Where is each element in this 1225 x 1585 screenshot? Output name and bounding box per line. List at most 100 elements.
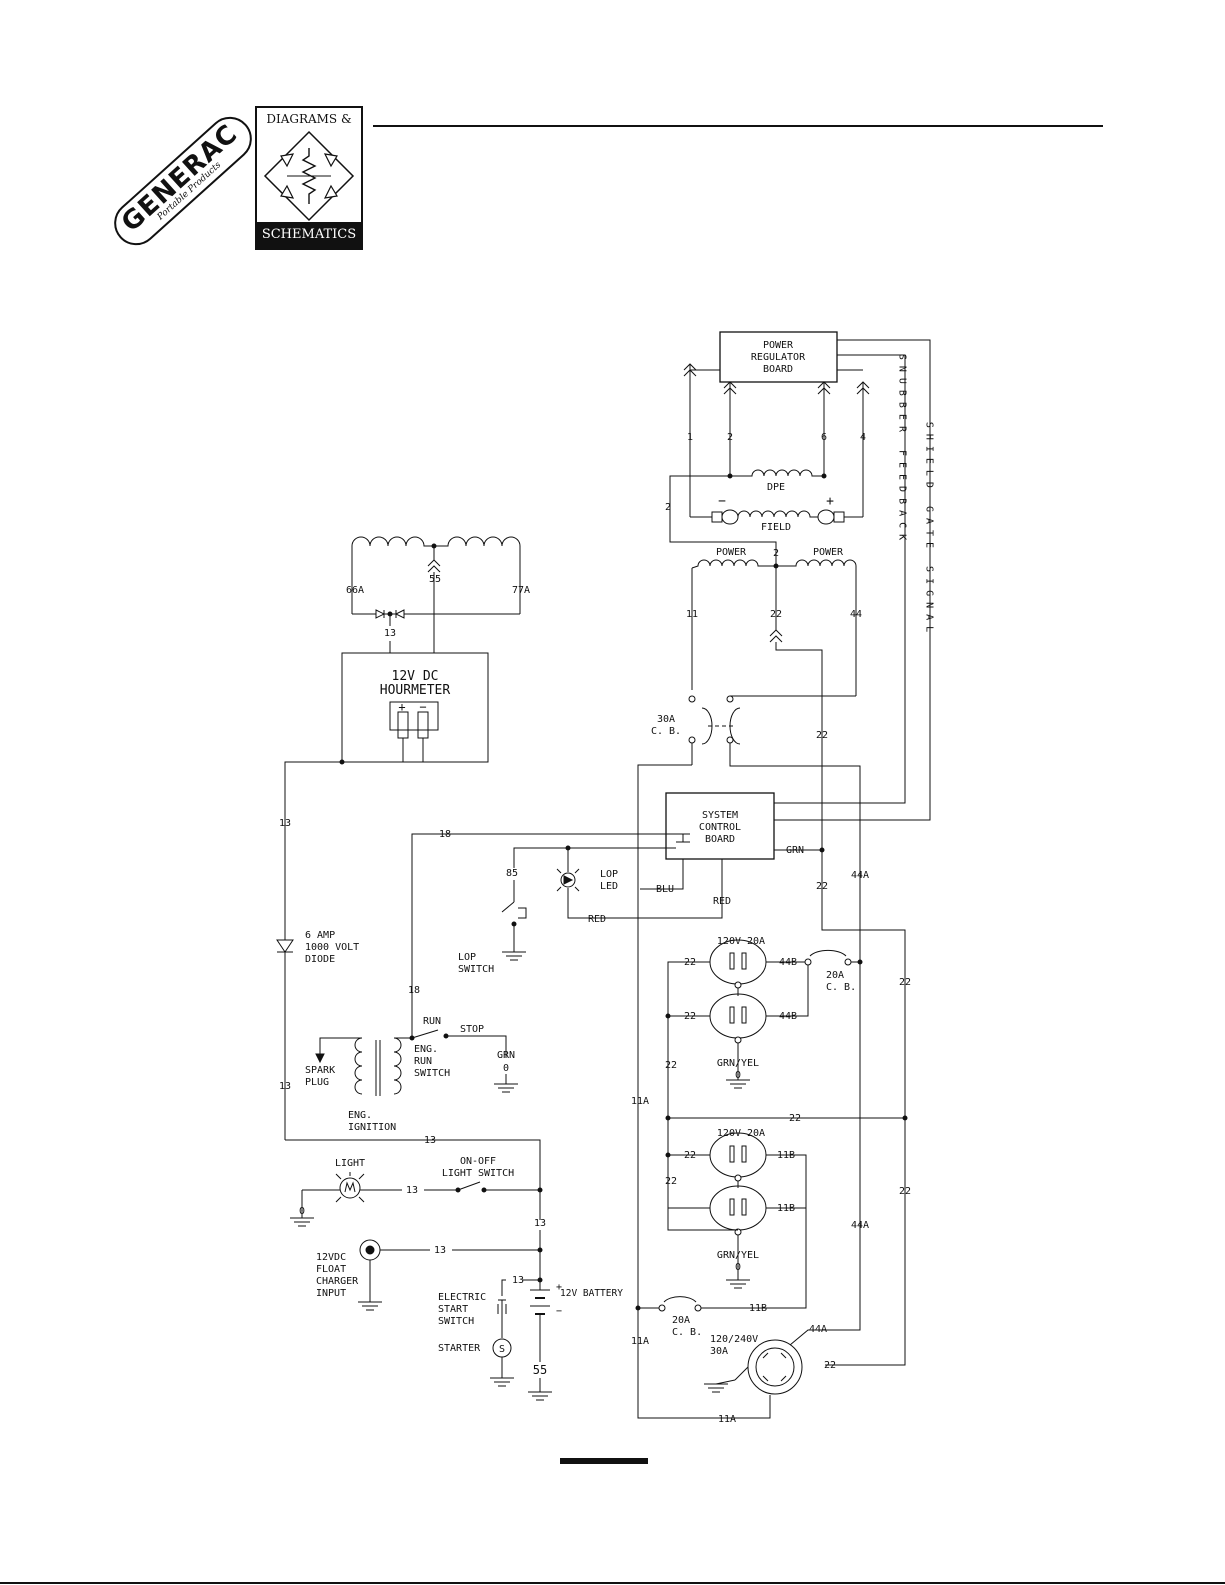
shield-label: SHIELD GATE SIGNAL: [924, 422, 935, 638]
lop-led-label-1: LOP: [600, 869, 618, 880]
float-label-1: 12VDC: [316, 1252, 346, 1263]
bridge-rectifier-icon: [263, 130, 355, 222]
run-sw-label-1: ENG.: [414, 1044, 438, 1055]
start-sw-label-1: ELECTRIC: [438, 1292, 486, 1303]
starter-motor-icon: [490, 1338, 514, 1387]
6amp-diode: [276, 939, 294, 1140]
wire-label-18: 18: [439, 829, 451, 840]
hourmeter-terminals: [389, 701, 488, 763]
stop-label: STOP: [460, 1024, 484, 1035]
light-label: LIGHT: [335, 1158, 365, 1169]
spark-label-1: SPARK: [305, 1065, 335, 1076]
run-sw-label-2: RUN: [414, 1056, 432, 1067]
diode-label-2: 1000 VOLT: [305, 942, 359, 953]
wire-66a: 66A: [346, 585, 364, 596]
snubber-label: SNUBBER FEEDBACK: [897, 354, 908, 546]
wire-22-r1c: 22: [665, 1060, 677, 1071]
grn-label-scb: GRN: [786, 845, 804, 856]
red-label-2: RED: [588, 914, 606, 925]
wire-label-2: 2: [727, 432, 733, 443]
start-sw-label-3: SWITCH: [438, 1316, 474, 1327]
footer-bar: [560, 1458, 648, 1464]
wire-label-4: 4: [860, 432, 866, 443]
hourmeter-minus: −: [419, 700, 426, 714]
wire-label-22c: 22: [816, 881, 828, 892]
prb-label-2: REGULATOR: [751, 352, 806, 363]
field-minus: −: [718, 494, 726, 509]
breaker-30a: [688, 695, 861, 1346]
run-sw-label-3: SWITCH: [414, 1068, 450, 1079]
wire-label-22b: 22: [816, 730, 828, 741]
scb-label-3: BOARD: [705, 834, 735, 845]
breaker-20a-bottom: [635, 1296, 702, 1312]
wire-label-22e: 22: [899, 1186, 911, 1197]
wire-22-r2a: 22: [684, 1150, 696, 1161]
wire-label-44: 44: [850, 609, 862, 620]
lop-switch: [501, 880, 527, 961]
wire-label-44a-b: 44A: [851, 1220, 869, 1231]
engine-run-switch: [409, 1029, 507, 1058]
recept-1-label: 120V 20A: [717, 936, 765, 947]
wire-55-top: 55: [429, 574, 441, 585]
power-label-right: POWER: [813, 547, 844, 558]
cb20-bot-1: 20A: [672, 1315, 690, 1326]
wire-13-bus: 13: [424, 1135, 436, 1146]
wire-label-1: 1: [687, 432, 693, 443]
prb-label-1: POWER: [763, 340, 794, 351]
power-windings: [691, 559, 857, 696]
section-title-bottom: SCHEMATICS: [257, 222, 361, 248]
ign-label-1: ENG.: [348, 1110, 372, 1121]
starter-s: S: [499, 1344, 505, 1355]
hourmeter-label-1: 12V DC: [392, 669, 439, 684]
diode-label-1: 6 AMP: [305, 930, 335, 941]
lop-switch-label-1: LOP: [458, 952, 476, 963]
cb30-label-2: C. B.: [651, 726, 681, 737]
field-plus: +: [826, 494, 834, 509]
wire-13-left: 13: [279, 818, 291, 829]
hourmeter-box: [341, 652, 489, 763]
wire-label-11: 11: [686, 609, 698, 620]
wire-label-11a-c: 11A: [718, 1414, 736, 1425]
header-rule: [373, 125, 1103, 127]
hourmeter-plus: +: [398, 700, 405, 714]
zero-light: 0: [299, 1206, 305, 1217]
wire-label-11a: 11A: [631, 1096, 649, 1107]
zero-label-r2: 0: [735, 1262, 741, 1273]
wire-13-diodes: 13: [384, 628, 396, 639]
ign-label-2: IGNITION: [348, 1122, 396, 1133]
wire-label-44a: 44A: [851, 870, 869, 881]
zero-label-r1: 0: [735, 1070, 741, 1081]
spark-label-2: PLUG: [305, 1077, 329, 1088]
lock-label-1: 120/240V: [710, 1334, 758, 1345]
lop-led-label-2: LED: [600, 881, 618, 892]
cb20-bot-2: C. B.: [672, 1327, 702, 1338]
wire-label-2c: 2: [773, 548, 779, 559]
cb30-label-1: 30A: [657, 714, 675, 725]
power-regulator-board: POWER REGULATOR BOARD: [719, 331, 838, 383]
prb-label-3: BOARD: [763, 364, 793, 375]
electric-start-switch: [497, 1279, 507, 1338]
wire-label-18b: 18: [408, 985, 420, 996]
wire-11b-1: 11B: [777, 1150, 795, 1161]
wire-11b-3: 11B: [749, 1303, 767, 1314]
wire-13-left-b: 13: [279, 1081, 291, 1092]
run-label: RUN: [423, 1016, 441, 1027]
zero-run: 0: [503, 1063, 509, 1074]
wire-11b-2: 11B: [777, 1203, 795, 1214]
wire-13-float: 13: [434, 1245, 446, 1256]
wire-label-6: 6: [821, 432, 827, 443]
field-winding: [690, 509, 863, 525]
light-sw-label-2: LIGHT SWITCH: [442, 1168, 514, 1179]
scb-label-1: SYSTEM: [702, 810, 738, 821]
cb20-top-2: C. B.: [826, 982, 856, 993]
float-label-2: FLOAT: [316, 1264, 346, 1275]
grn-run-label: GRN: [497, 1050, 515, 1061]
starter-label: STARTER: [438, 1343, 481, 1354]
battery-minus: −: [556, 1306, 562, 1317]
float-label-3: CHARGER: [316, 1276, 359, 1287]
wire-label-22d: 22: [899, 977, 911, 988]
wire-22-r2b: 22: [665, 1176, 677, 1187]
wire-label-2b: 2: [665, 502, 671, 513]
charge-winding: [351, 536, 521, 653]
